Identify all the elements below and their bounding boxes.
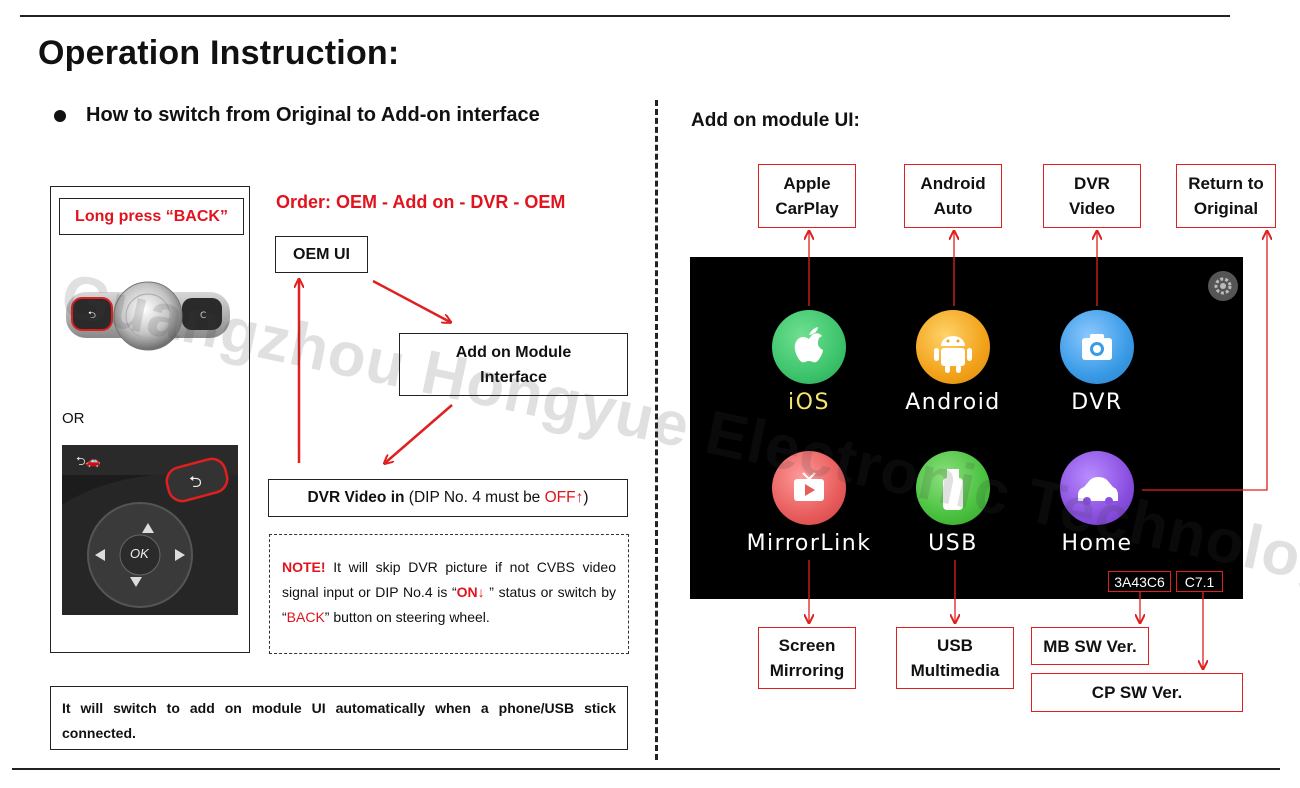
arrows-overlay <box>0 0 1300 788</box>
